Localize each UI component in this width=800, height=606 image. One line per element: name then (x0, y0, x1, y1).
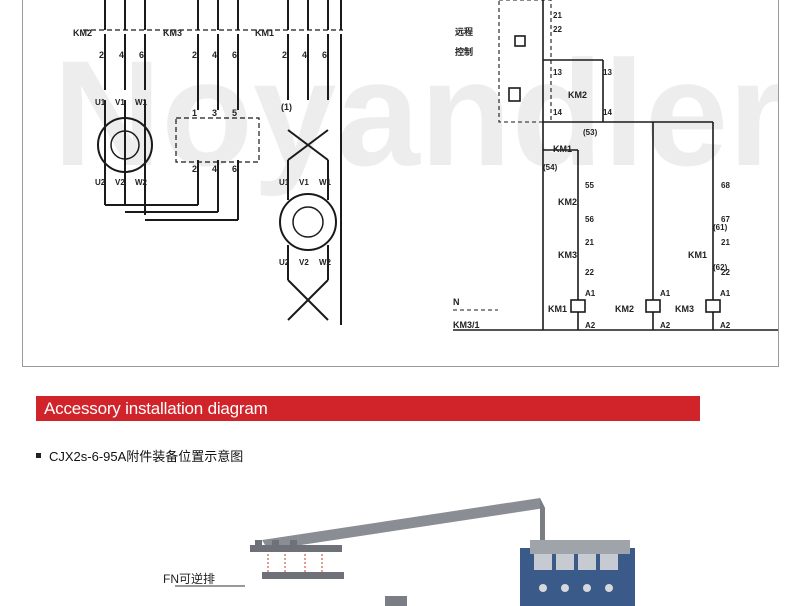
subtitle-row: CJX2s-6-95A附件装备位置示意图 (36, 446, 243, 464)
position-markers (267, 554, 323, 572)
label-6b: 6 (232, 50, 237, 60)
label-t14: 14 (553, 108, 562, 117)
label-a2c: A2 (720, 321, 731, 330)
label-km3-1: KM3/1 (453, 320, 480, 330)
label-t21c: 21 (721, 238, 730, 247)
wiring-schematic-panel: Noyandler (22, 0, 779, 367)
label-3: 3 (212, 108, 217, 118)
power-labels: KM2 KM3 KM1 2 4 6 2 4 6 2 4 6 1 3 5 2 4 … (73, 28, 332, 267)
accessory-block (385, 596, 407, 606)
label-2a: 2 (99, 50, 104, 60)
label-a1c: A1 (720, 289, 731, 298)
label-km1-ctrl: KM1 (553, 144, 572, 154)
label-a1b: A1 (660, 289, 671, 298)
power-circuit (83, 0, 343, 325)
label-km2: KM2 (73, 28, 92, 38)
label-u1b: U1 (279, 178, 290, 187)
label-4a: 4 (119, 50, 124, 60)
label-2d: 2 (192, 164, 197, 174)
label-t14b: 14 (603, 108, 612, 117)
label-t13b: 13 (603, 68, 612, 77)
label-n: N (453, 297, 460, 307)
label-t22c: 22 (721, 268, 730, 277)
installation-illustration (0, 480, 800, 606)
label-2c: 2 (282, 50, 287, 60)
label-a2b: A2 (660, 321, 671, 330)
label-6d: 6 (232, 164, 237, 174)
installation-drawing (175, 498, 635, 606)
label-t21b: 21 (585, 238, 594, 247)
label-t61: (61) (713, 223, 728, 232)
label-v2: V2 (115, 178, 125, 187)
fn-reversing-bar-label: FN可逆排 (163, 572, 215, 586)
label-t53: (53) (583, 128, 598, 137)
label-km2-coil: KM2 (615, 304, 634, 314)
label-u1: U1 (95, 98, 106, 107)
label-control: 控制 (455, 46, 473, 57)
subtitle-text: CJX2s-6-95A附件装备位置示意图 (49, 448, 244, 464)
label-t54: (54) (543, 163, 558, 172)
label-km3: KM3 (163, 28, 182, 38)
label-u2b: U2 (279, 258, 290, 267)
label-v1b: V1 (299, 178, 309, 187)
label-a2a: A2 (585, 321, 596, 330)
label-4c: 4 (302, 50, 307, 60)
label-paren-1: (1) (281, 102, 292, 112)
label-km2-ctrl: KM2 (568, 90, 587, 100)
section-header: Accessory installation diagram (36, 396, 700, 421)
label-w1: W1 (135, 98, 148, 107)
label-a1a: A1 (585, 289, 596, 298)
label-w2: W2 (135, 178, 148, 187)
label-w1b: W1 (319, 178, 332, 187)
label-t67: 67 (721, 215, 730, 224)
label-6c: 6 (322, 50, 327, 60)
label-t62: (62) (713, 263, 728, 272)
label-t22: 22 (553, 25, 562, 34)
label-2b: 2 (192, 50, 197, 60)
label-w2b: W2 (319, 258, 332, 267)
label-4b: 4 (212, 50, 217, 60)
label-5: 5 (232, 108, 237, 118)
label-t13: 13 (553, 68, 562, 77)
bullet-icon (36, 452, 41, 458)
contactor (520, 540, 635, 606)
label-4d: 4 (212, 164, 217, 174)
label-t22b: 22 (585, 268, 594, 277)
label-t56: 56 (585, 215, 594, 224)
busbar (262, 498, 545, 550)
reversing-bar (250, 540, 344, 579)
label-remote: 远程 (455, 26, 473, 37)
control-circuit (453, 0, 778, 331)
label-t55: 55 (585, 181, 594, 190)
label-km3-ctrl: KM3 (558, 250, 577, 260)
label-km1-coil: KM1 (548, 304, 567, 314)
label-t68: 68 (721, 181, 730, 190)
watermark: Noyandler (53, 29, 779, 197)
label-v1: V1 (115, 98, 125, 107)
label-km2-ctrl-b: KM2 (558, 197, 577, 207)
label-km1-ctrl-b: KM1 (688, 250, 707, 260)
label-km3-coil: KM3 (675, 304, 694, 314)
label-v2b: V2 (299, 258, 309, 267)
control-labels: 远程 控制 KM2 KM1 KM2 KM3 KM1 KM1 KM2 KM3 N … (453, 11, 731, 330)
label-1: 1 (192, 108, 197, 118)
label-km1: KM1 (255, 28, 274, 38)
wiring-schematic: Noyandler (53, 0, 779, 331)
label-t21: 21 (553, 11, 562, 20)
label-6a: 6 (139, 50, 144, 60)
label-u2: U2 (95, 178, 106, 187)
